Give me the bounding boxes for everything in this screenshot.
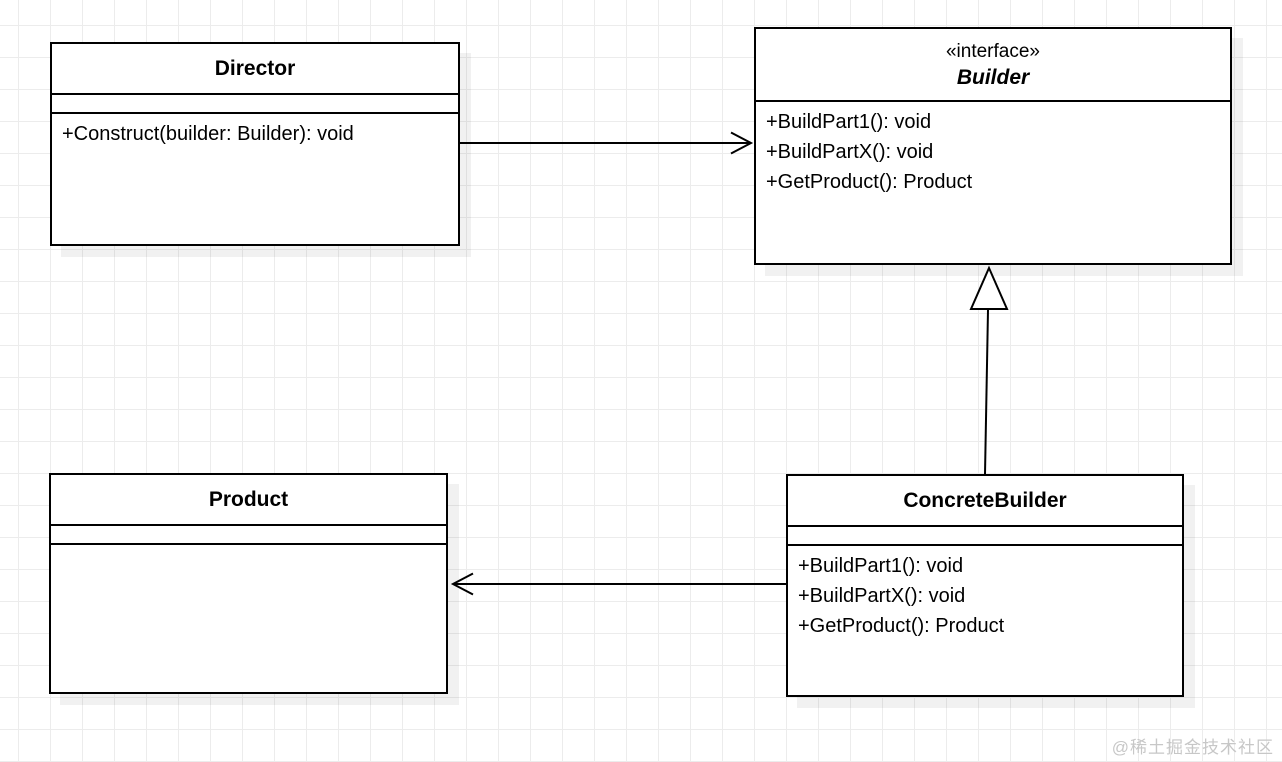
method: +BuildPartX(): void bbox=[798, 585, 966, 607]
class-box-builder: «interface» Builder +BuildPart1(): void … bbox=[754, 27, 1232, 265]
watermark-text: @稀土掘金技术社区 bbox=[1111, 738, 1274, 757]
association-arrow-concretebuilder-product bbox=[450, 572, 786, 596]
method: +BuildPartX(): void bbox=[766, 141, 934, 163]
method: +GetProduct(): Product bbox=[766, 171, 973, 193]
class-title-director: Director bbox=[52, 44, 458, 95]
method: +BuildPart1(): void bbox=[766, 111, 932, 133]
class-attributes-concretebuilder bbox=[788, 527, 1182, 546]
class-box-product: Product bbox=[49, 473, 448, 694]
class-methods-director: +Construct(builder: Builder): void bbox=[52, 114, 458, 244]
class-methods-concretebuilder: +BuildPart1(): void +BuildPartX(): void … bbox=[788, 546, 1182, 695]
class-box-director: Director +Construct(builder: Builder): v… bbox=[50, 42, 460, 246]
stereotype-label: «interface» bbox=[945, 40, 1040, 62]
class-title-product: Product bbox=[51, 475, 446, 526]
realization-arrow-concretebuilder-builder bbox=[969, 265, 1009, 475]
class-methods-builder: +BuildPart1(): void +BuildPartX(): void … bbox=[756, 102, 1230, 263]
class-name: Builder bbox=[956, 65, 1030, 89]
class-methods-product bbox=[51, 545, 446, 692]
class-attributes-director bbox=[52, 95, 458, 114]
class-box-concretebuilder: ConcreteBuilder +BuildPart1(): void +Bui… bbox=[786, 474, 1184, 697]
class-attributes-product bbox=[51, 526, 446, 545]
class-name: Director bbox=[214, 56, 296, 80]
class-title-builder: «interface» Builder bbox=[756, 29, 1230, 102]
class-title-concretebuilder: ConcreteBuilder bbox=[788, 476, 1182, 527]
class-name: Product bbox=[208, 487, 289, 511]
method: +BuildPart1(): void bbox=[798, 555, 964, 577]
class-name: ConcreteBuilder bbox=[903, 488, 1067, 512]
method: +Construct(builder: Builder): void bbox=[62, 123, 354, 145]
method: +GetProduct(): Product bbox=[798, 615, 1005, 637]
association-arrow-director-builder bbox=[460, 131, 754, 155]
